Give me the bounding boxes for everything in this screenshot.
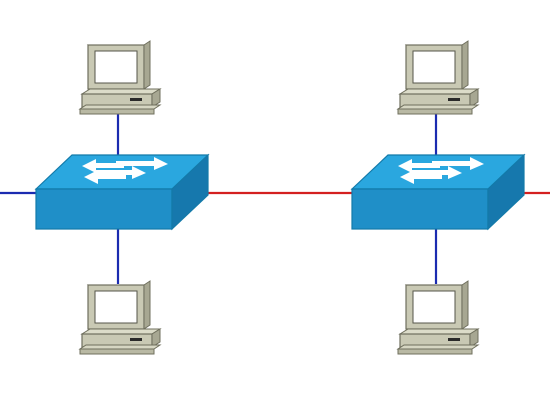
network-switch-icon[interactable]	[35, 154, 209, 230]
desktop-computer-icon[interactable]	[79, 40, 161, 115]
desktop-computer-icon[interactable]	[397, 280, 479, 355]
network-switch-icon[interactable]	[351, 154, 525, 230]
desktop-computer-icon[interactable]	[397, 40, 479, 115]
desktop-computer-icon[interactable]	[79, 280, 161, 355]
